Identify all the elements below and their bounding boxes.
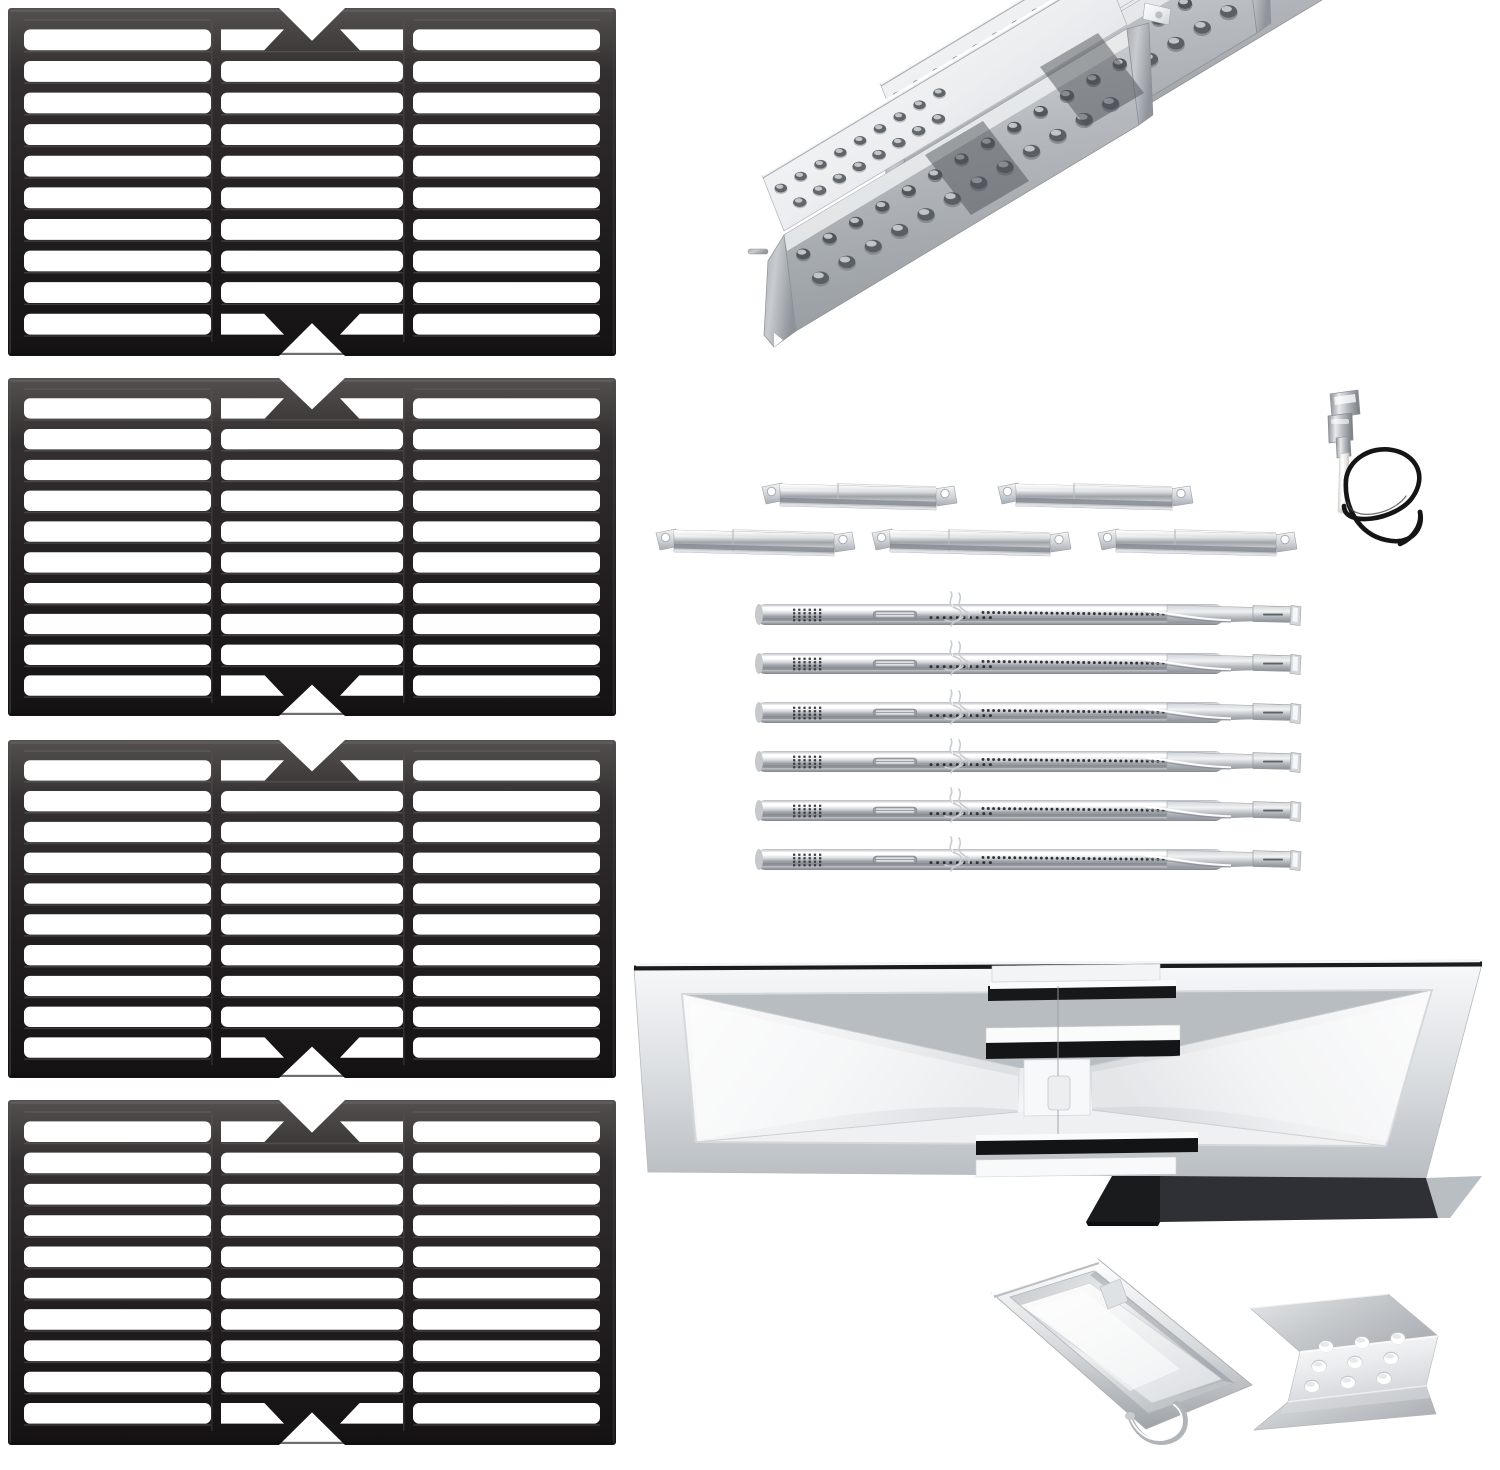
grease-cup-tray bbox=[980, 1245, 1270, 1460]
cooking-grate-3 bbox=[8, 739, 616, 1079]
cooking-grate-1 bbox=[8, 7, 616, 357]
heat-plate-tent-group bbox=[690, 0, 1400, 425]
grease-pan bbox=[620, 950, 1495, 1226]
burner-tube-group bbox=[755, 591, 1320, 893]
cooking-grate-4 bbox=[8, 1099, 616, 1446]
igniter-electrode bbox=[1300, 388, 1435, 568]
heat-shield-plate bbox=[1240, 1290, 1455, 1435]
crossover-tube-group bbox=[650, 468, 1320, 563]
cooking-grate-2 bbox=[8, 377, 616, 717]
